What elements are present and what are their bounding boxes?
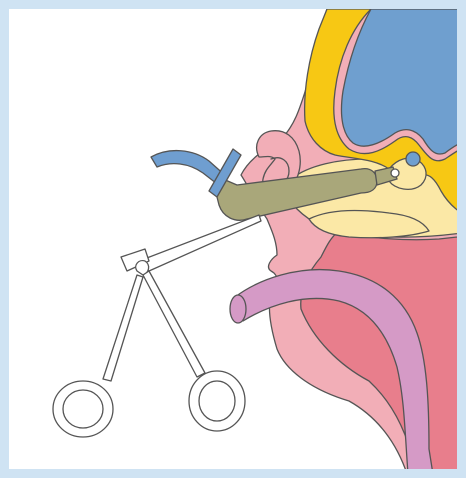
- endoscope-lens: [391, 169, 399, 177]
- pituitary-gland: [406, 152, 420, 166]
- forceps: [53, 215, 261, 437]
- breathing-tube-opening: [230, 295, 246, 323]
- forceps-right-arm: [143, 271, 205, 377]
- forceps-left-arm: [103, 275, 143, 381]
- forceps-left-ring-hole: [63, 390, 103, 428]
- forceps-jaws: [139, 215, 261, 271]
- forceps-right-ring-hole: [199, 381, 235, 421]
- procedure-illustration: [9, 9, 466, 478]
